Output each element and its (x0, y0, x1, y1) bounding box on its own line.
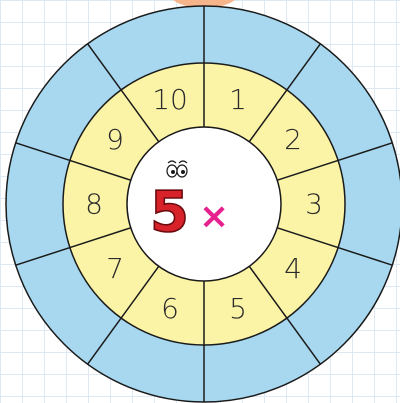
center-number: 5 (150, 180, 189, 245)
ring-number-9: 9 (106, 123, 124, 156)
ring-number-3: 3 (305, 188, 323, 221)
ring-number-8: 8 (85, 188, 103, 221)
ring-number-6: 6 (161, 292, 179, 325)
ring-number-7: 7 (106, 252, 124, 285)
ring-number-5: 5 (229, 292, 247, 325)
ring-number-10: 10 (152, 83, 188, 116)
ring-number-4: 4 (284, 252, 302, 285)
right-pupil (181, 170, 185, 174)
left-pupil (171, 170, 175, 174)
ring-number-2: 2 (284, 123, 302, 156)
multiplication-sign: × (199, 196, 229, 237)
ring-number-1: 1 (229, 83, 247, 116)
